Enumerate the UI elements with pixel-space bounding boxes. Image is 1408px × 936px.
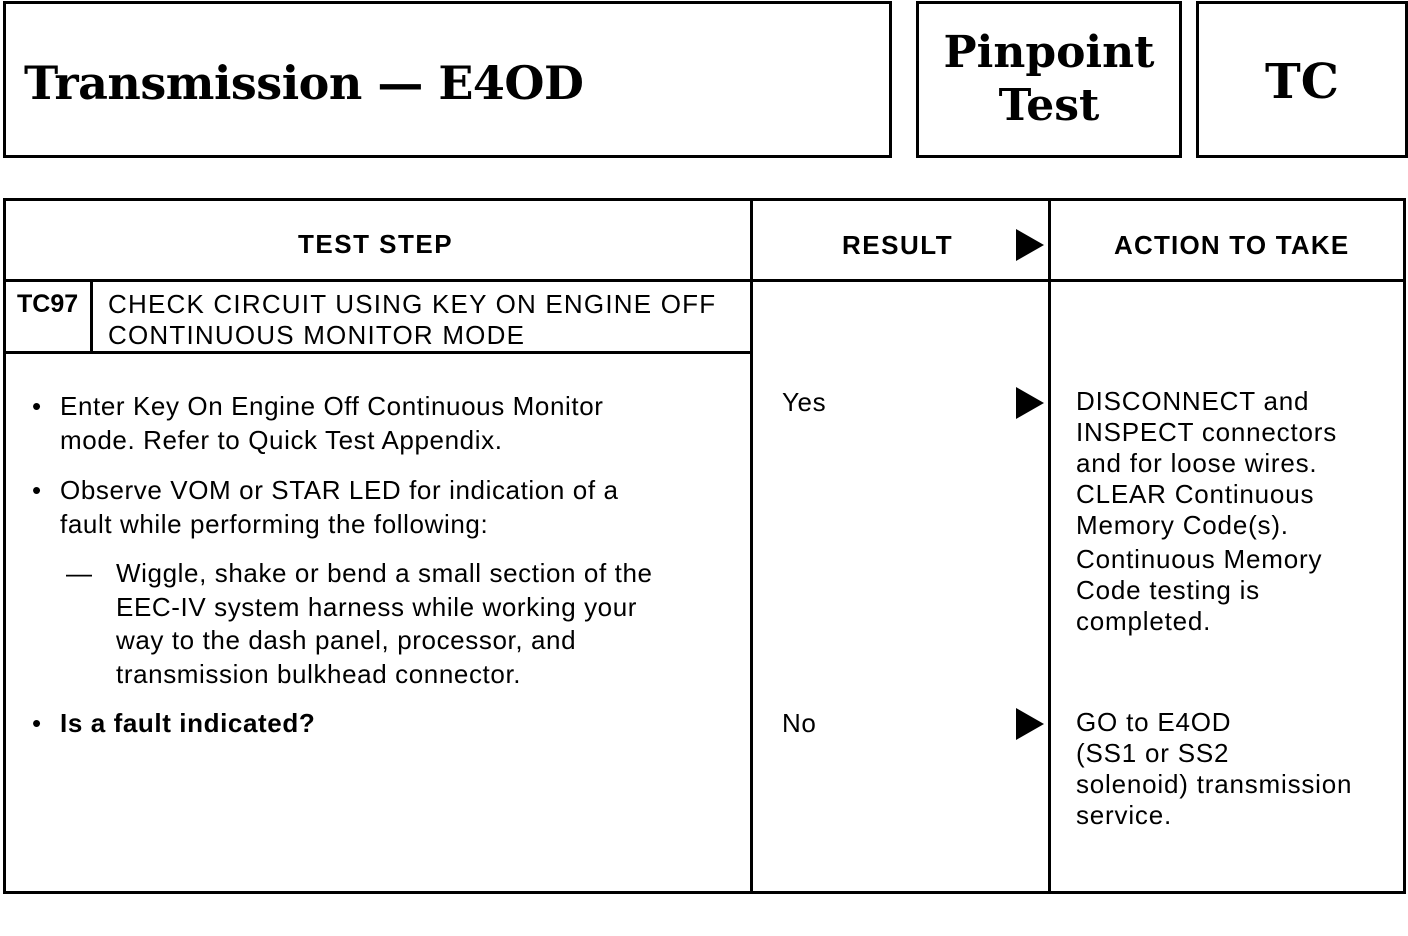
action-no-line: GO to E4OD [1076,707,1232,737]
action-yes-line: Code testing is [1076,575,1260,605]
instruction-2-line2: fault while performing the following: [60,508,489,539]
instruction-1: Enter Key On Engine Off Continuous Monit… [60,390,604,457]
action-yes-line: Memory Code(s). [1076,510,1289,540]
step-question: Is a fault indicated? [60,708,316,738]
page-title: Transmission — E4OD [24,56,584,110]
action-yes-line: and for loose wires. [1076,448,1318,478]
arrow-right-icon [1016,708,1044,740]
section-label-box: Pinpoint Test [916,1,1182,158]
bullet-icon: • [32,708,42,738]
column-header-result: RESULT [842,230,954,260]
action-yes-line: Continuous Memory [1076,544,1323,574]
section-label-line2: Test [998,80,1100,131]
bullet-icon: • [32,391,42,421]
step-title: CHECK CIRCUIT USING KEY ON ENGINE OFF CO… [108,289,716,351]
sub-instruction-line3: way to the dash panel, processor, and [116,625,577,655]
section-label: Pinpoint Test [919,26,1179,132]
step-id: TC97 [17,290,79,318]
sub-instruction-line2: EEC-IV system harness while working your [116,591,638,622]
section-code: TC [1265,54,1339,110]
action-yes-line: INSPECT connectors [1076,417,1338,447]
dash-icon: — [66,558,92,588]
step-title-line2: CONTINUOUS MONITOR MODE [108,320,526,350]
action-yes-line: completed. [1076,606,1212,636]
instruction-2-line1: Observe VOM or STAR LED for indication o… [60,475,619,505]
column-divider-action [1048,201,1051,891]
column-divider-result [750,201,753,891]
action-no-line: service. [1076,800,1172,830]
sub-instruction-line1: Wiggle, shake or bend a small section of… [116,558,653,588]
instruction-1-line2: mode. Refer to Quick Test Appendix. [60,424,503,455]
step-title-divider [6,351,752,354]
arrow-right-icon [1016,229,1044,261]
action-yes: DISCONNECT and INSPECT connectors and fo… [1076,386,1337,637]
section-code-box: TC [1196,1,1408,158]
instruction-1-line1: Enter Key On Engine Off Continuous Monit… [60,391,604,421]
action-no: GO to E4OD (SS1 or SS2 solenoid) transmi… [1076,707,1352,831]
arrow-right-icon [1016,387,1044,419]
sub-instruction-line4: transmission bulkhead connector. [116,658,522,689]
sub-instruction: Wiggle, shake or bend a small section of… [116,557,653,691]
bullet-icon: • [32,475,42,505]
step-id-divider [90,279,93,353]
action-no-line: solenoid) transmission [1076,769,1353,799]
action-yes-line: CLEAR Continuous [1076,479,1315,509]
column-header-test-step: TEST STEP [298,229,454,259]
column-header-action: ACTION TO TAKE [1114,230,1350,260]
step-title-line1: CHECK CIRCUIT USING KEY ON ENGINE OFF [108,289,717,319]
title-box: Transmission — E4OD [3,1,892,158]
action-no-line: (SS1 or SS2 [1076,738,1230,768]
result-no: No [782,708,817,738]
header-divider [6,279,1403,282]
instruction-2: Observe VOM or STAR LED for indication o… [60,474,619,541]
result-yes: Yes [782,387,827,417]
section-label-line1: Pinpoint [943,27,1155,78]
pinpoint-test-table: TEST STEP RESULT ACTION TO TAKE TC97 CHE… [3,198,1406,894]
action-yes-line: DISCONNECT and [1076,386,1310,416]
